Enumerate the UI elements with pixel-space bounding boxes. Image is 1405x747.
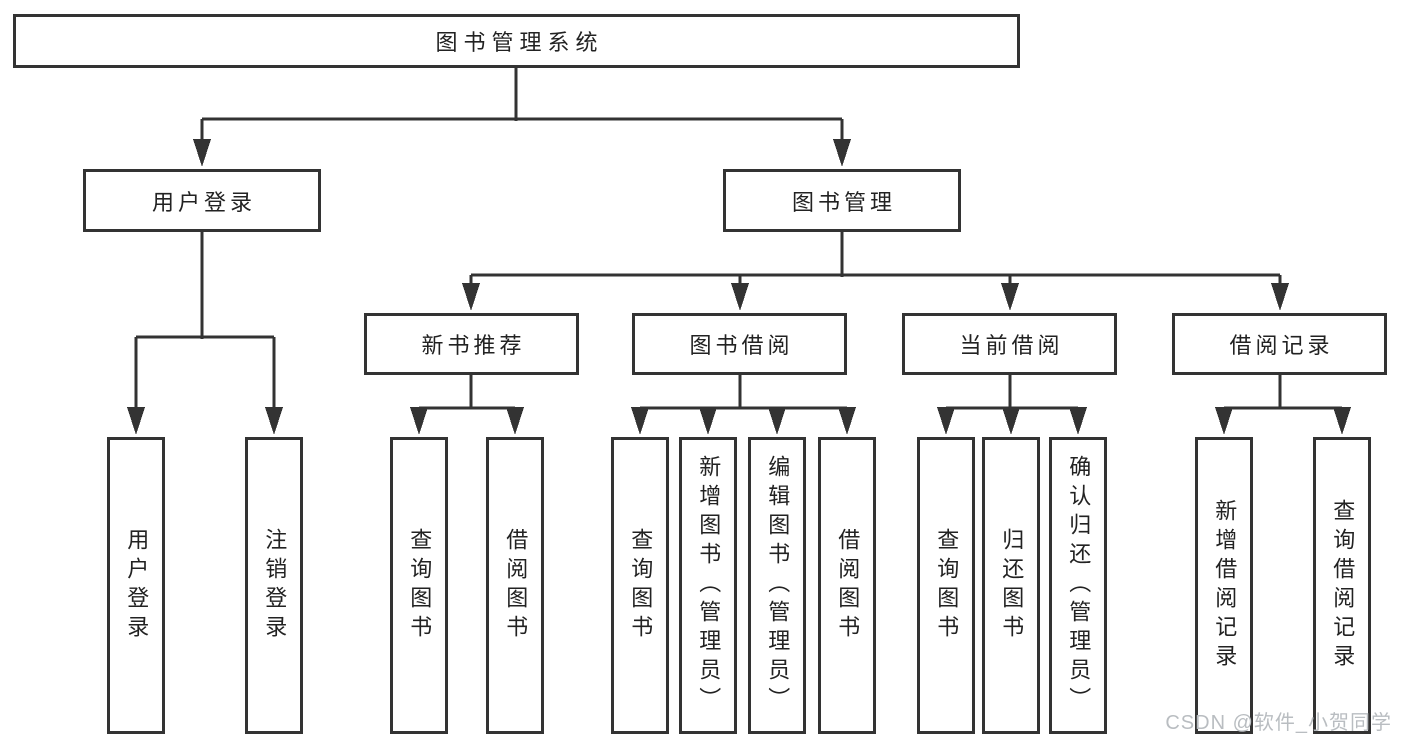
node-borrow-records: 借阅记录 [1172,313,1387,375]
node-borrow-books-2-label: 借阅图书 [835,527,861,644]
node-add-borrow-record-label: 新增借阅记录 [1212,498,1238,673]
node-logout-leaf: 注销登录 [245,437,303,734]
node-edit-books-admin-label: 编辑图书（管理员） [765,455,791,716]
node-logout-leaf-label: 注销登录 [262,527,288,644]
node-user-login-leaf-label: 用户登录 [124,527,150,644]
node-borrow-books-1-label: 借阅图书 [503,527,529,644]
node-borrow-books-2: 借阅图书 [818,437,876,734]
connector-stems [134,68,1342,410]
node-query-borrow-record-label: 查询借阅记录 [1330,498,1356,673]
node-query-books-2: 查询图书 [611,437,669,734]
watermark: CSDN @软件_小贺同学 [1165,712,1392,734]
node-new-book-recommend: 新书推荐 [364,313,579,375]
node-library-system-label: 图书管理系统 [435,30,604,55]
node-return-books-label: 归还图书 [999,527,1025,644]
node-book-management: 图书管理 [723,169,961,232]
node-new-book-recommend-label: 新书推荐 [421,333,526,358]
node-book-borrow-label: 图书借阅 [689,333,794,358]
node-current-borrow: 当前借阅 [902,313,1117,375]
node-book-borrow: 图书借阅 [632,313,847,375]
node-library-system: 图书管理系统 [13,14,1020,68]
node-add-borrow-record: 新增借阅记录 [1195,437,1253,734]
node-borrow-records-label: 借阅记录 [1229,333,1334,358]
node-book-management-label: 图书管理 [791,189,896,215]
node-current-borrow-label: 当前借阅 [959,333,1064,358]
node-user-login-leaf: 用户登录 [107,437,165,734]
node-confirm-return-admin: 确认归还（管理员） [1049,437,1107,734]
node-query-books-3-label: 查询图书 [934,527,960,644]
node-query-books-3: 查询图书 [917,437,975,734]
node-edit-books-admin: 编辑图书（管理员） [748,437,806,734]
node-query-borrow-record: 查询借阅记录 [1313,437,1371,734]
node-query-books-2-label: 查询图书 [628,527,654,644]
node-user-login: 用户登录 [83,169,321,232]
node-add-books-admin: 新增图书（管理员） [679,437,737,734]
node-confirm-return-admin-label: 确认归还（管理员） [1066,455,1092,716]
arrowheads [127,139,1351,435]
node-return-books: 归还图书 [982,437,1040,734]
node-user-login-label: 用户登录 [151,189,256,215]
node-add-books-admin-label: 新增图书（管理员） [696,455,722,716]
node-query-books-1-label: 查询图书 [407,527,433,644]
node-query-books-1: 查询图书 [390,437,448,734]
node-borrow-books-1: 借阅图书 [486,437,544,734]
